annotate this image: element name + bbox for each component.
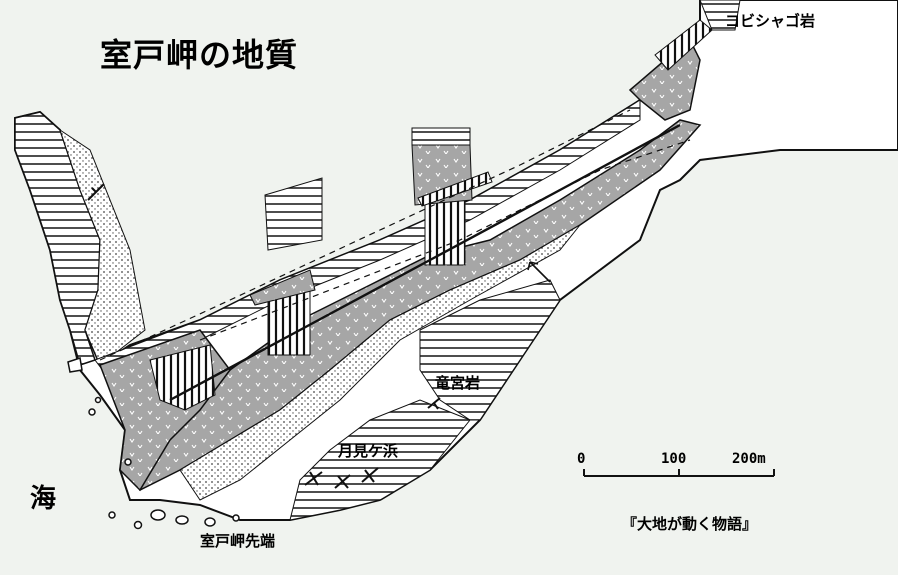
contact-line-solid xyxy=(169,123,681,402)
western-dotted-strip xyxy=(59,128,146,366)
contact-line-dashed-1 xyxy=(99,109,631,361)
reef-rocks xyxy=(67,357,240,530)
scale-tick-0: 0 xyxy=(577,451,586,467)
cape-tip-bars xyxy=(149,344,216,411)
fold-axis-symbol xyxy=(527,261,551,283)
south-dotted-strip xyxy=(179,224,581,501)
map-title: 室戸岬の地質 xyxy=(100,36,299,74)
place-label-ryugu: 竜宮岩 xyxy=(435,374,481,392)
north-hatched-strip xyxy=(94,99,641,381)
scale-tick-200m: 200m xyxy=(732,451,766,467)
northeast-hatched xyxy=(699,0,741,31)
place-label-cape-tip: 室戸岬先端 xyxy=(200,532,276,550)
fault-symbols xyxy=(304,467,379,489)
strike-dip-symbol-2 xyxy=(427,397,441,410)
scale-tick-100: 100 xyxy=(661,451,687,467)
dike-cap-1 xyxy=(249,269,316,306)
dike-column-2 xyxy=(424,199,466,266)
dike-lens-2 xyxy=(417,171,493,207)
contact-line-dashed-2 xyxy=(199,139,691,341)
east-hatched-zone xyxy=(419,279,561,421)
upper-hatched-block-1 xyxy=(264,177,323,251)
scale-bar xyxy=(583,469,775,477)
sea-label: 海 xyxy=(30,484,57,514)
place-label-tsukimi: 月見ケ浜 xyxy=(338,442,399,460)
upper-hatched-block-2 xyxy=(411,127,471,146)
strike-dip-symbol-1 xyxy=(87,183,105,201)
south-hatched-zone xyxy=(289,399,471,521)
place-label-kobishago: コビシャゴ岩 xyxy=(725,12,816,30)
source-credit: 『大地が動く物語』 xyxy=(622,515,758,533)
